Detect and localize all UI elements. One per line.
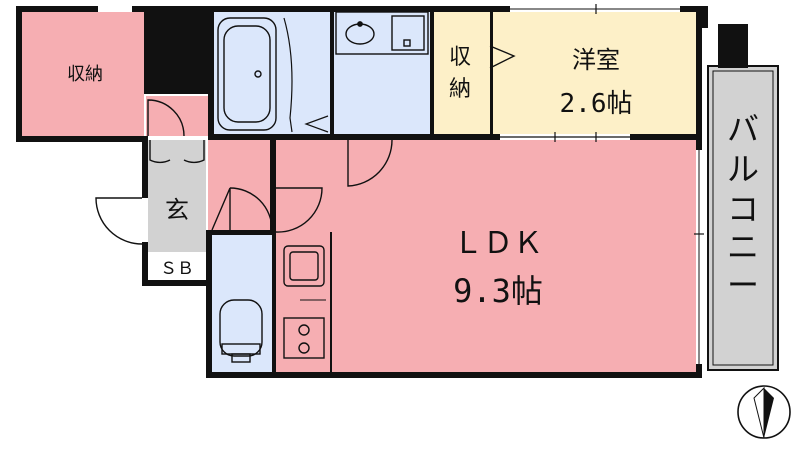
- doors: [95, 45, 516, 245]
- door-entrance: [95, 197, 143, 245]
- label-western-room-size: 2.6帖: [560, 89, 633, 119]
- storage-room-mid: [434, 12, 490, 136]
- door-ldk-left: [275, 187, 323, 233]
- door-gap-entrance: [142, 198, 148, 242]
- label-storage-mid-1: 収: [449, 45, 471, 70]
- door-storage-left: [147, 99, 185, 137]
- label-ldk-size: 9.3帖: [453, 272, 543, 310]
- label-entrance: 玄: [165, 196, 189, 224]
- storage-room-left: [22, 12, 144, 138]
- sink-icon: [283, 245, 325, 287]
- wall-ticks: [554, 4, 704, 235]
- door-closet-left: [149, 140, 171, 164]
- ldk-room: [276, 140, 702, 372]
- stove-icon: [283, 317, 325, 359]
- label-balcony-char: ル: [727, 150, 759, 188]
- label-balcony-char: ー: [727, 266, 759, 304]
- label-balcony: バ ル コ ニ ー: [727, 110, 759, 304]
- shoe-box-area: [148, 254, 206, 280]
- door-storage-mid: [489, 45, 516, 69]
- label-balcony-char: ニ: [727, 228, 759, 266]
- door-closet-right: [183, 140, 205, 164]
- label-western-room-name: 洋室: [572, 46, 620, 74]
- toilet-icon: [219, 299, 263, 363]
- label-ldk-name: ＬＤＫ: [453, 226, 543, 261]
- compass-icon: [737, 385, 791, 439]
- label-storage-mid-2: 納: [449, 77, 471, 102]
- shower-curtain: [283, 17, 329, 133]
- balcony: [708, 66, 778, 370]
- window-storage-top: [98, 6, 132, 12]
- label-storage-left: 収納: [67, 64, 103, 85]
- label-balcony-char: バ: [727, 110, 759, 148]
- corridor-area: [208, 140, 276, 232]
- label-balcony-char: コ: [727, 190, 759, 228]
- door-corridor-arc: [229, 187, 273, 231]
- door-ldk-top: [347, 139, 393, 187]
- toilet-room: [212, 234, 272, 372]
- entrance-area: [148, 140, 206, 252]
- label-shoe-box: ＳＢ: [160, 259, 194, 279]
- washbasin-icon: [335, 11, 429, 55]
- western-room: [492, 12, 700, 136]
- balcony-inner-border: [712, 70, 774, 366]
- bathtub-icon: [217, 17, 277, 131]
- balcony-border: [707, 65, 779, 371]
